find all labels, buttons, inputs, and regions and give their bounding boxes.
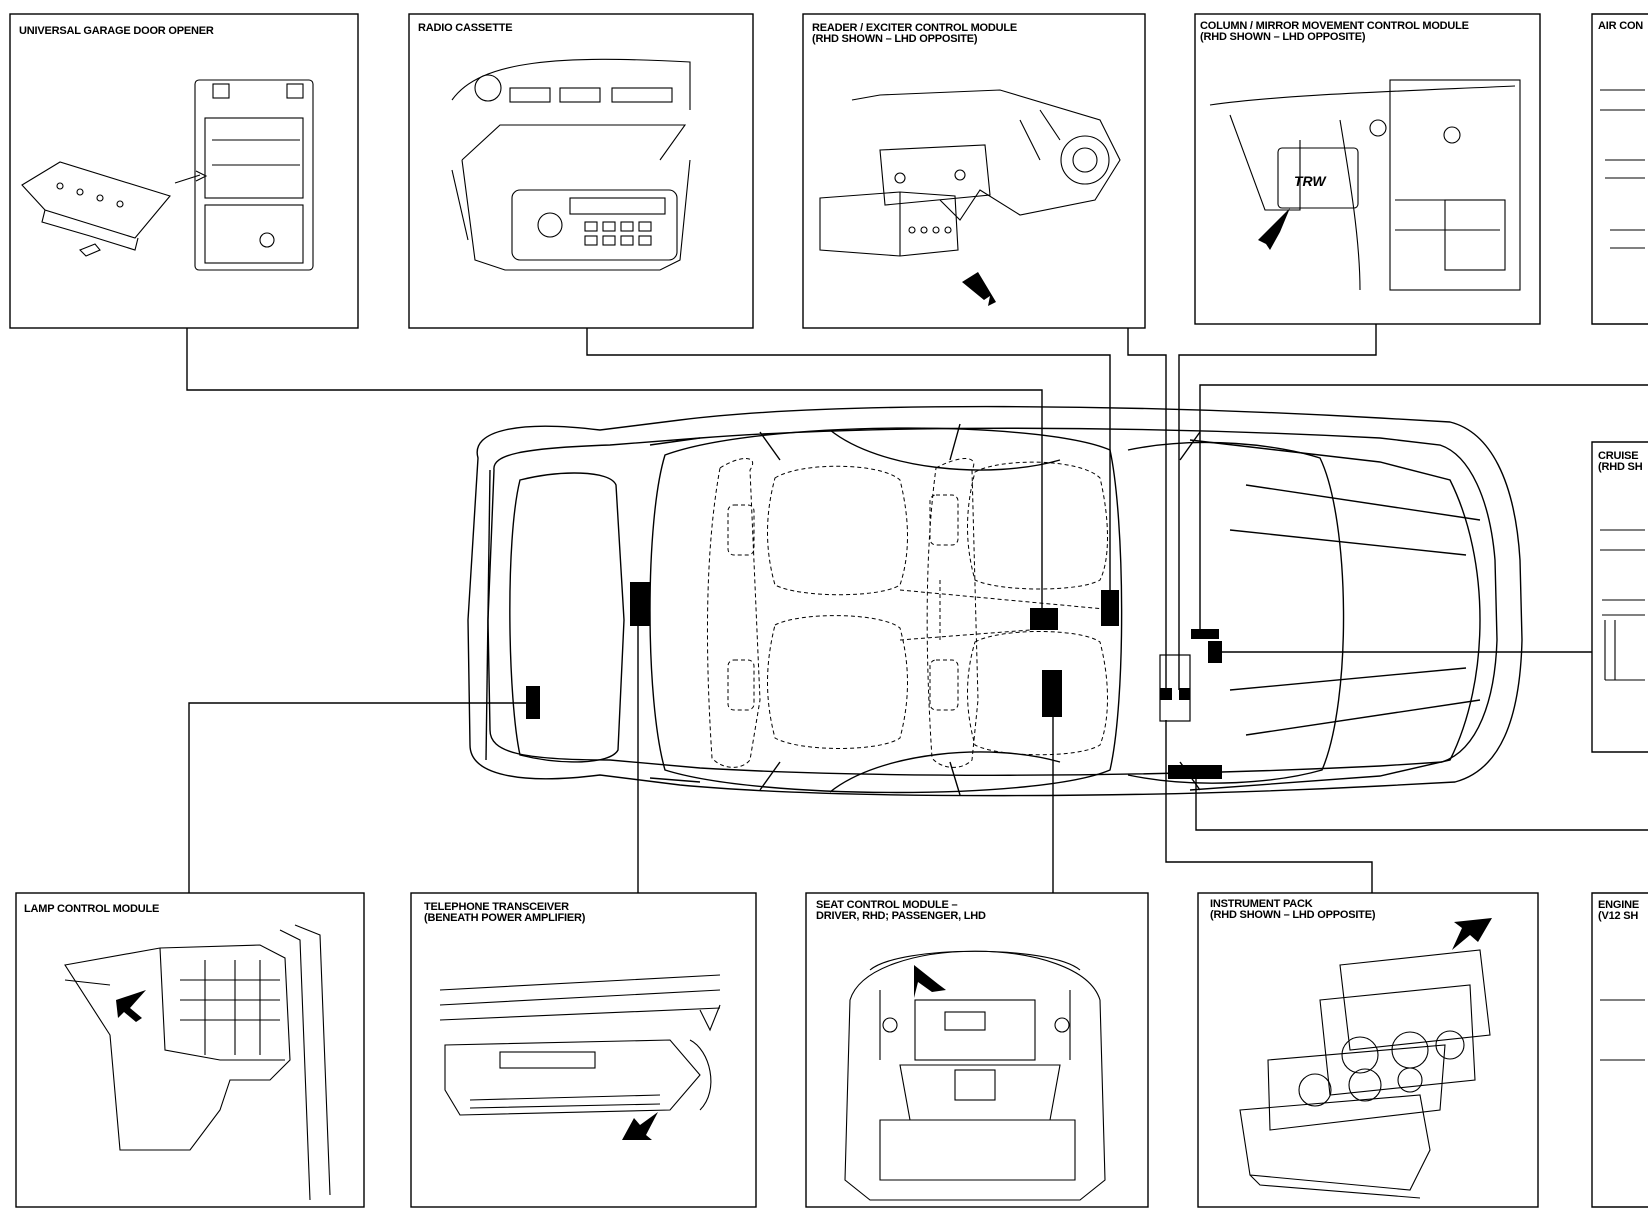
illustration-instrument-pack xyxy=(1239,949,1491,1199)
marker-telephone-transceiver xyxy=(630,582,650,626)
illustration-reader-module xyxy=(819,89,1121,257)
illustration-lamp-module xyxy=(64,924,331,1201)
panel-subtitle-seat: DRIVER, RHD; PASSENGER, LHD xyxy=(816,910,986,922)
panel-title-cruise: CRUISE xyxy=(1598,450,1639,462)
panel-title-radio: RADIO CASSETTE xyxy=(418,22,513,34)
pointer-arrow-icon xyxy=(1258,208,1290,250)
marker-aircon-module xyxy=(1191,629,1219,639)
leader-line-engine xyxy=(1195,776,1648,831)
panel-frame-garage xyxy=(9,13,359,329)
panel-frame-column xyxy=(1194,13,1541,325)
panel-title-instrument: INSTRUMENT PACK xyxy=(1210,898,1313,910)
panel-title-lamp: LAMP CONTROL MODULE xyxy=(24,903,160,915)
car-top-view xyxy=(467,405,1523,797)
panel-frame-telephone xyxy=(410,892,757,1208)
panel-title-engine: ENGINE xyxy=(1598,899,1639,911)
panel-frame-seat xyxy=(805,892,1149,1208)
marker-column-module-a xyxy=(1160,688,1172,700)
marker-instrument-pack xyxy=(1168,765,1222,779)
illustration-engine-partial xyxy=(1600,999,1645,1061)
illustration-cruise-partial xyxy=(1600,529,1645,681)
panel-subtitle-cruise: (RHD SH xyxy=(1598,461,1643,473)
panel-frame-aircon xyxy=(1591,13,1648,325)
trw-logo-text: TRW xyxy=(1294,173,1327,189)
marker-lamp-module xyxy=(526,686,540,719)
illustration-aircon-partial xyxy=(1600,89,1645,249)
illustration-seat-module xyxy=(844,950,1106,1201)
illustration-garage-opener xyxy=(21,79,314,271)
panel-frame-reader xyxy=(802,13,1146,329)
panel-title-garage: UNIVERSAL GARAGE DOOR OPENER xyxy=(19,25,214,37)
marker-reader-module xyxy=(1101,590,1119,626)
illustration-column-module xyxy=(1209,79,1521,291)
panel-frame-radio xyxy=(408,13,754,329)
pointer-arrow-icon xyxy=(962,272,996,306)
panel-subtitle-instrument: (RHD SHOWN – LHD OPPOSITE) xyxy=(1210,909,1376,921)
marker-column-module-b xyxy=(1179,688,1190,700)
panel-title-reader: READER / EXCITER CONTROL MODULE xyxy=(812,22,1018,34)
leader-line-garage xyxy=(186,328,1043,620)
leader-line-column xyxy=(1178,324,1377,690)
panel-frame-instrument xyxy=(1197,892,1539,1208)
pointer-arrow-icon xyxy=(116,990,146,1022)
panel-subtitle-column: (RHD SHOWN – LHD OPPOSITE) xyxy=(1200,31,1366,43)
leader-line-radio xyxy=(586,328,1111,593)
illustration-radio-cassette xyxy=(451,58,691,271)
pointer-arrow-icon xyxy=(622,1112,658,1140)
panel-title-column: COLUMN / MIRROR MOVEMENT CONTROL MODULE xyxy=(1200,20,1469,32)
marker-seat-module xyxy=(1042,670,1062,717)
leader-line-lamp xyxy=(188,702,532,893)
panel-subtitle-engine: (V12 SH xyxy=(1598,910,1639,922)
car-seats-dashed xyxy=(706,458,1116,768)
marker-cruise-module xyxy=(1208,641,1222,663)
marker-garage-opener xyxy=(1030,608,1058,630)
panel-frame-cruise xyxy=(1591,441,1648,753)
leader-line-aircon xyxy=(1199,384,1648,632)
leader-line-reader xyxy=(1127,328,1167,689)
panel-subtitle-reader: (RHD SHOWN – LHD OPPOSITE) xyxy=(812,33,978,45)
illustration-telephone-transceiver xyxy=(439,974,721,1116)
pointer-arrow-icon xyxy=(914,965,946,998)
panel-frame-engine xyxy=(1591,892,1648,1208)
panel-title-telephone: TELEPHONE TRANSCEIVER xyxy=(424,901,569,913)
panel-title-aircon: AIR CON xyxy=(1598,20,1644,32)
panel-frame-lamp xyxy=(15,892,365,1208)
panel-subtitle-telephone: (BENEATH POWER AMPLIFIER) xyxy=(424,912,586,924)
leader-line-instrument xyxy=(1165,720,1373,893)
panel-title-seat: SEAT CONTROL MODULE – xyxy=(816,899,958,911)
pointer-arrow-icon xyxy=(1452,918,1492,950)
